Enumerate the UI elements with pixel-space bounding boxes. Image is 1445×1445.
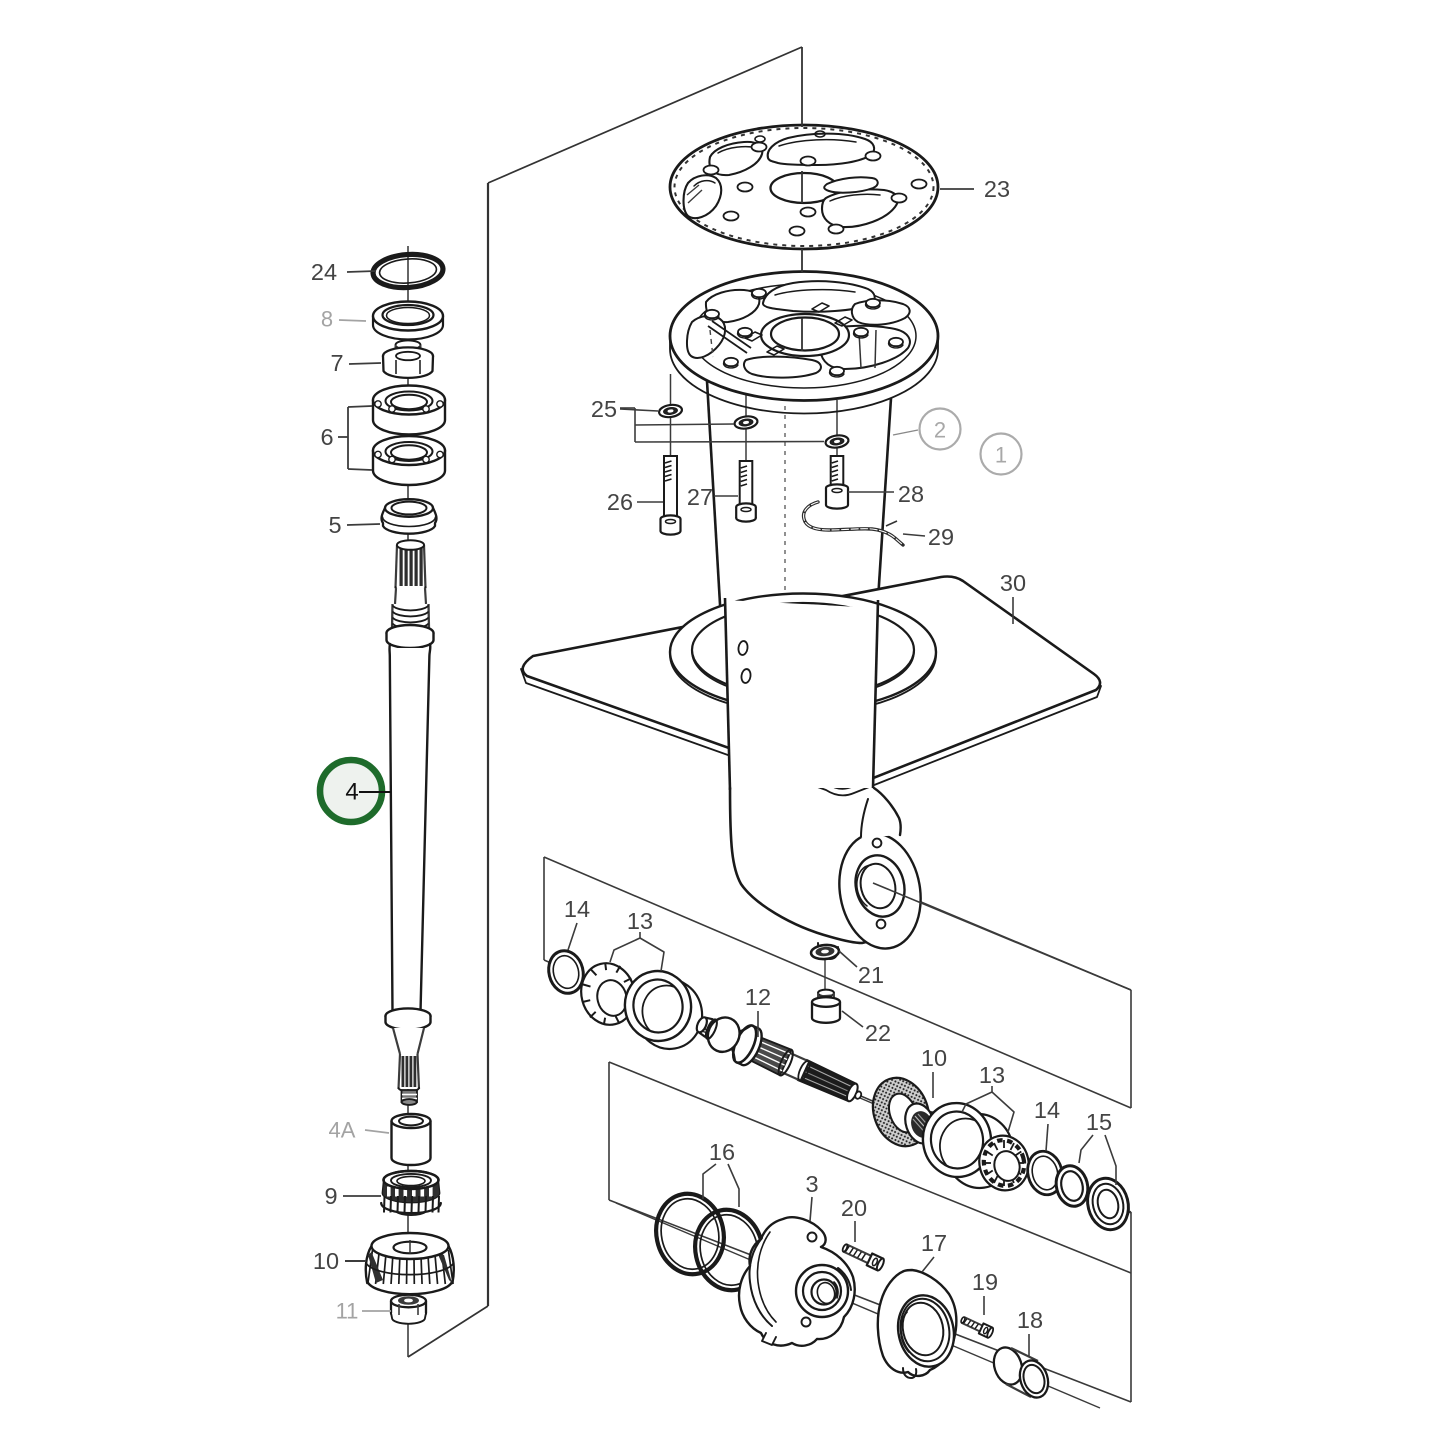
svg-text:17: 17 (921, 1230, 947, 1256)
svg-text:16: 16 (709, 1139, 735, 1165)
svg-text:8: 8 (321, 307, 333, 332)
svg-text:21: 21 (858, 962, 884, 988)
svg-text:2: 2 (934, 418, 946, 443)
svg-text:23: 23 (984, 176, 1010, 202)
svg-text:3: 3 (805, 1171, 818, 1197)
svg-text:7: 7 (330, 350, 343, 376)
svg-text:6: 6 (320, 424, 333, 450)
svg-text:12: 12 (745, 984, 771, 1010)
svg-text:14: 14 (564, 896, 590, 922)
svg-text:10: 10 (921, 1045, 947, 1071)
svg-text:10: 10 (313, 1248, 339, 1274)
svg-text:1: 1 (995, 443, 1007, 468)
svg-text:4: 4 (345, 779, 358, 806)
svg-text:25: 25 (591, 396, 617, 422)
svg-text:27: 27 (687, 484, 713, 510)
svg-text:15: 15 (1086, 1109, 1112, 1135)
svg-text:13: 13 (979, 1062, 1005, 1088)
svg-text:18: 18 (1017, 1307, 1043, 1333)
svg-text:4A: 4A (329, 1118, 356, 1143)
svg-text:30: 30 (1000, 570, 1026, 596)
svg-text:14: 14 (1034, 1097, 1060, 1123)
svg-text:29: 29 (928, 524, 954, 550)
svg-text:13: 13 (627, 908, 653, 934)
svg-text:24: 24 (311, 259, 337, 285)
svg-text:19: 19 (972, 1269, 998, 1295)
svg-text:5: 5 (328, 512, 341, 538)
svg-text:26: 26 (607, 489, 633, 515)
svg-text:28: 28 (898, 481, 924, 507)
svg-text:20: 20 (841, 1195, 867, 1221)
svg-text:11: 11 (336, 1299, 359, 1324)
svg-text:22: 22 (865, 1020, 891, 1046)
svg-text:9: 9 (324, 1183, 337, 1209)
